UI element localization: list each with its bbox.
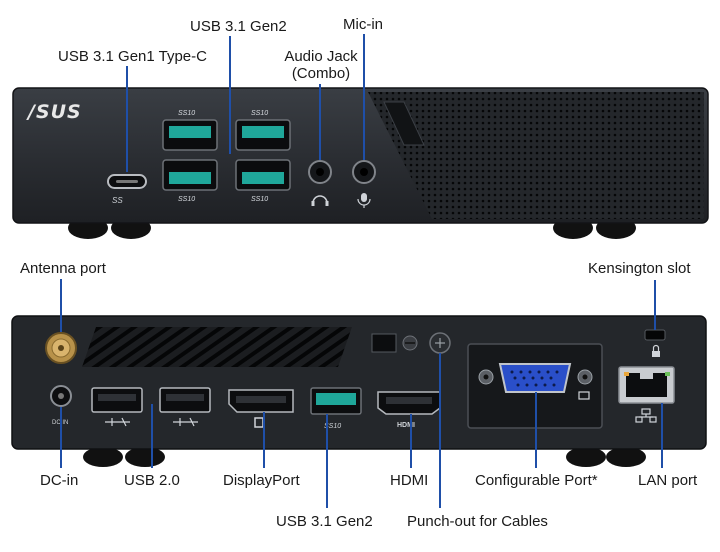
rear-foot-4	[606, 447, 646, 467]
usb-gen2-top-right[interactable]	[235, 119, 291, 151]
label-usb-gen2-front: USB 3.1 Gen2	[190, 18, 287, 35]
usb-badge-top-left: SS10	[178, 110, 195, 117]
rear-foot-3	[566, 447, 606, 467]
leader-punch-out	[439, 353, 441, 508]
usb-typec-port[interactable]	[107, 174, 147, 189]
label-hdmi: HDMI	[390, 472, 429, 489]
leader-displayport	[263, 412, 265, 468]
rear-vent	[82, 327, 352, 367]
usb-badge-bottom-right: SS10	[251, 196, 268, 203]
leader-kensington	[654, 280, 656, 330]
label-dc-in: DC-in	[40, 472, 79, 489]
usb20-port-1[interactable]	[91, 387, 143, 413]
label-antenna-port: Antenna port	[20, 260, 106, 277]
hdmi-text: HDMI	[397, 422, 415, 429]
label-audio-jack-line2: (Combo)	[291, 65, 351, 82]
rear-small-tab	[371, 333, 397, 353]
punch-out-knockout	[429, 332, 451, 354]
usb-gen2-top-left[interactable]	[162, 119, 218, 151]
usb-gen2-bottom-right[interactable]	[235, 159, 291, 191]
mic-in-port[interactable]	[352, 160, 376, 184]
lan-port[interactable]	[618, 366, 675, 404]
leader-usb-gen1-typec	[126, 66, 128, 172]
lock-icon	[652, 344, 660, 357]
typec-badge: SS	[112, 196, 123, 205]
vga-port[interactable]	[498, 363, 572, 393]
audio-jack-port[interactable]	[308, 160, 332, 184]
hdmi-port[interactable]	[377, 391, 441, 415]
label-audio-jack-line1: Audio Jack	[284, 48, 358, 65]
label-audio-jack: Audio Jack (Combo)	[278, 48, 364, 82]
antenna-port[interactable]	[45, 332, 77, 364]
label-usb-20: USB 2.0	[124, 472, 180, 489]
screw-icon	[402, 335, 418, 351]
leader-usb-gen2	[229, 36, 231, 154]
label-displayport: DisplayPort	[223, 472, 300, 489]
network-icon	[635, 408, 657, 423]
microphone-icon	[357, 193, 371, 208]
leader-mic-in	[363, 34, 365, 160]
rear-foot-2	[125, 447, 165, 467]
displayport-port[interactable]	[228, 389, 294, 413]
dc-in-port[interactable]	[50, 385, 72, 407]
label-usb-gen1-typec: USB 3.1 Gen1 Type-C	[58, 48, 207, 65]
headphone-icon	[311, 195, 329, 206]
label-mic-in: Mic-in	[343, 16, 383, 33]
vga-standoff-right	[577, 369, 593, 385]
front-panel: /SUS SS SS10 SS10 SS10 SS10	[12, 87, 709, 239]
rear-panel: DC IN SS10	[11, 315, 707, 467]
leader-configurable-port	[535, 392, 537, 468]
usb-badge-bottom-left: SS10	[178, 196, 195, 203]
usb-badge-top-right: SS10	[251, 110, 268, 117]
label-lan-port: LAN port	[638, 472, 698, 489]
label-usb31-gen2-rear: USB 3.1 Gen2	[276, 513, 373, 530]
label-configurable-port: Configurable Port*	[475, 472, 598, 489]
usb-gen2-bottom-left[interactable]	[162, 159, 218, 191]
leader-antenna	[60, 279, 62, 332]
label-punch-out: Punch-out for Cables	[407, 513, 548, 530]
power-button[interactable]	[383, 101, 425, 146]
rear-foot-1	[83, 447, 123, 467]
leader-hdmi	[410, 414, 412, 468]
usb-icon	[173, 417, 198, 427]
leader-usb20	[151, 404, 153, 468]
front-vent	[368, 92, 704, 219]
usb20-port-2[interactable]	[159, 387, 211, 413]
leader-dc-in	[60, 407, 62, 468]
usb31-gen2-rear-port[interactable]	[310, 387, 362, 415]
vga-standoff-left	[478, 369, 494, 385]
asus-logo: /SUS	[26, 101, 82, 123]
usb-badge-rear: SS10	[324, 423, 341, 430]
usb-icon	[105, 417, 130, 427]
label-kensington-slot: Kensington slot	[588, 260, 691, 277]
monitor-icon	[578, 391, 590, 400]
kensington-slot[interactable]	[644, 329, 666, 341]
leader-audio-jack	[319, 84, 321, 160]
leader-lan	[661, 403, 663, 468]
leader-usb31-gen2-rear	[326, 414, 328, 508]
